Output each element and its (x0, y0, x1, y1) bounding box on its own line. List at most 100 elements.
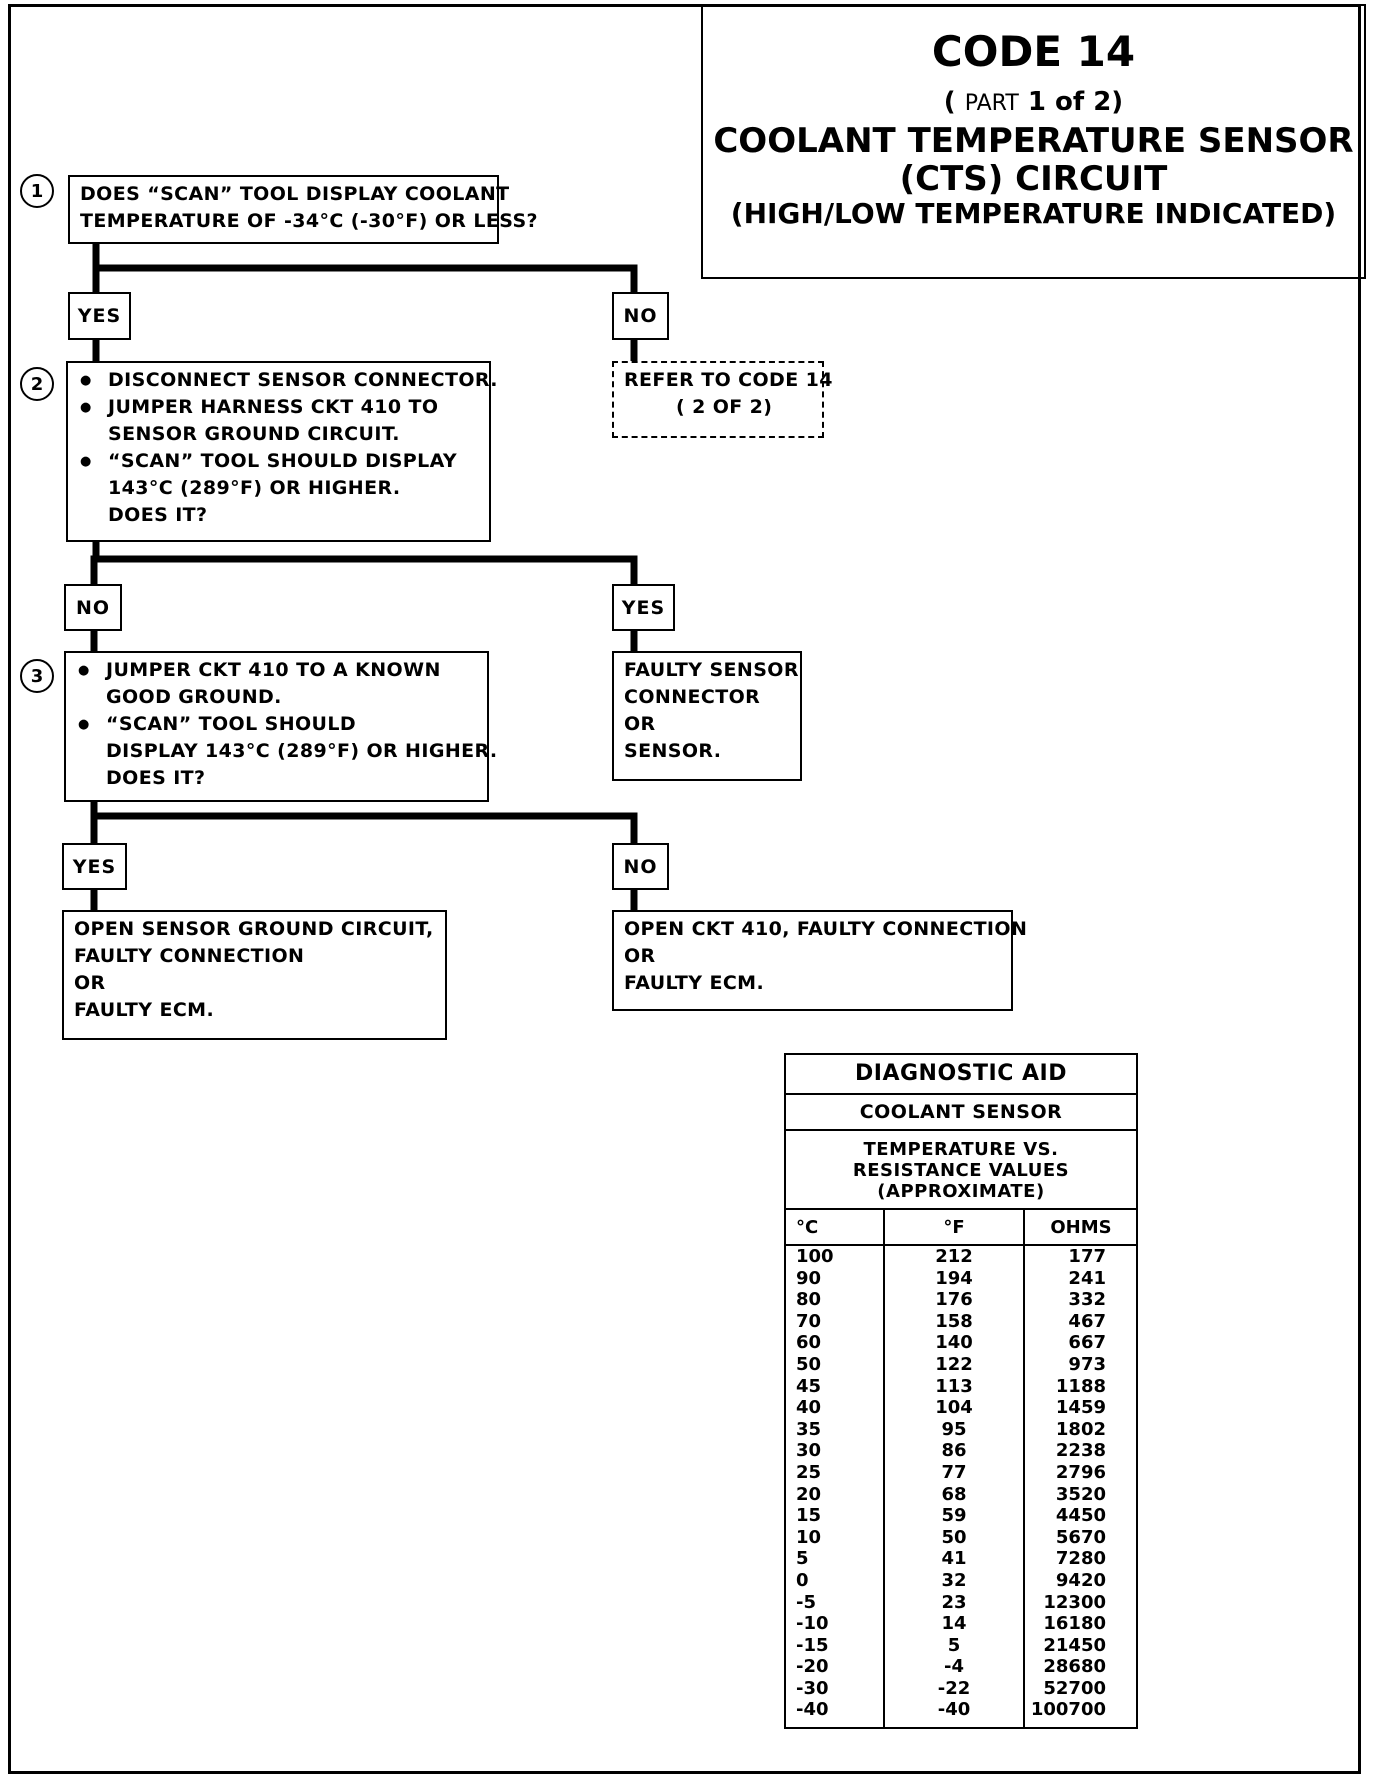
ohms-cell: 100700 (1030, 1699, 1106, 1721)
diagnostic-aid-table: DIAGNOSTIC AID COOLANT SENSOR TEMPERATUR… (784, 1053, 1138, 1730)
step3-no-tag: NO (612, 843, 669, 890)
fahrenheit-cell: -4 (884, 1656, 1025, 1678)
celsius-cell: 30 (786, 1440, 885, 1462)
celsius-cell: 20 (786, 1483, 885, 1506)
fahrenheit-cell: 122 (884, 1353, 1025, 1376)
celsius-cell: 100 (786, 1245, 885, 1268)
fahrenheit-cell: -40 (884, 1699, 1025, 1728)
step2-bullet: “SCAN” TOOL SHOULD DISPLAY (78, 448, 479, 475)
ohms-cell: 5670 (1055, 1526, 1106, 1548)
ohms-cell: 4450 (1055, 1505, 1106, 1527)
celsius-cell: 35 (786, 1418, 885, 1441)
ohms-cell: 52700 (1043, 1677, 1106, 1699)
ohms-cell: 667 (1068, 1332, 1106, 1354)
celsius-cell: 60 (786, 1332, 885, 1354)
fahrenheit-cell: 14 (884, 1613, 1025, 1635)
diagnostic-aid-title: DIAGNOSTIC AID (786, 1055, 1136, 1095)
fahrenheit-cell: 140 (884, 1332, 1025, 1354)
celsius-cell: 45 (786, 1375, 885, 1398)
fahrenheit-cell: 68 (884, 1483, 1025, 1506)
fahrenheit-cell: 32 (884, 1569, 1025, 1592)
diagnostic-aid-subtitle: COOLANT SENSOR (786, 1095, 1136, 1131)
step1-question-box: DOES “SCAN” TOOL DISPLAY COOLANT TEMPERA… (68, 175, 538, 244)
step-marker-2: 2 (20, 367, 54, 401)
fahrenheit-cell: 194 (884, 1267, 1025, 1290)
celsius-cell: 5 (786, 1548, 885, 1570)
step3-instruction-box: JUMPER CKT 410 TO A KNOWN GOOD GROUND. “… (64, 651, 497, 802)
step-marker-1: 1 (20, 174, 54, 208)
celsius-cell: -5 (786, 1591, 885, 1614)
celsius-cell: -10 (786, 1613, 885, 1635)
ohms-cell: 7280 (1055, 1548, 1106, 1570)
celsius-cell: -20 (786, 1656, 885, 1678)
fahrenheit-cell: 23 (884, 1591, 1025, 1614)
column-header-fahrenheit: °F (884, 1210, 1025, 1246)
step1-line: DOES “SCAN” TOOL DISPLAY COOLANT (80, 183, 510, 205)
connector-step3-branch (90, 797, 638, 851)
column-header-celsius: °C (786, 1210, 885, 1246)
fahrenheit-cell: -22 (884, 1677, 1025, 1700)
celsius-cell: 25 (786, 1461, 885, 1484)
ohms-cell: 9420 (1055, 1569, 1106, 1591)
ohms-cell: 177 (1068, 1246, 1106, 1267)
ohms-cell: 1459 (1055, 1397, 1106, 1419)
step1-line: TEMPERATURE OF -34°C (-30°F) OR LESS? (80, 210, 538, 232)
celsius-cell: 80 (786, 1289, 885, 1311)
celsius-cell: 15 (786, 1505, 885, 1527)
fahrenheit-cell: 95 (884, 1418, 1025, 1441)
fahrenheit-cell: 86 (884, 1440, 1025, 1462)
fahrenheit-cell: 104 (884, 1397, 1025, 1419)
diagnostic-aid-description: TEMPERATURE VS. RESISTANCE VALUES (APPRO… (786, 1131, 1136, 1210)
step3-bullet: JUMPER CKT 410 TO A KNOWN (76, 657, 477, 684)
fahrenheit-cell: 77 (884, 1461, 1025, 1484)
refer-code-box: REFER TO CODE 14 ( 2 OF 2) (612, 361, 833, 438)
fahrenheit-cell: 158 (884, 1310, 1025, 1333)
step2-bullet: JUMPER HARNESS CKT 410 TO (78, 394, 479, 421)
fahrenheit-cell: 176 (884, 1289, 1025, 1311)
title-block: CODE 14 ( PART 1 of 2) COOLANT TEMPERATU… (701, 4, 1366, 279)
step2-no-tag: NO (64, 584, 122, 631)
ohms-cell: 241 (1068, 1267, 1106, 1289)
circuit-title-abbrev: (CTS) CIRCUIT (899, 159, 1168, 199)
ohms-cell: 467 (1068, 1310, 1106, 1332)
step2-bullet: DISCONNECT SENSOR CONNECTOR. (78, 367, 498, 394)
connector-step2-branch (92, 537, 638, 592)
ohms-cell: 1188 (1055, 1375, 1106, 1397)
fahrenheit-cell: 41 (884, 1548, 1025, 1570)
celsius-cell: 40 (786, 1397, 885, 1419)
celsius-cell: -40 (786, 1699, 885, 1728)
celsius-cell: 10 (786, 1526, 885, 1549)
step2-instruction-box: DISCONNECT SENSOR CONNECTOR. JUMPER HARN… (66, 361, 498, 542)
code-title: CODE 14 (931, 27, 1136, 76)
fahrenheit-cell: 50 (884, 1526, 1025, 1549)
step1-yes-tag: YES (68, 292, 131, 340)
ohms-cell: 332 (1068, 1289, 1106, 1311)
circuit-title: COOLANT TEMPERATURE SENSOR (713, 121, 1354, 161)
step3-yes-tag: YES (62, 843, 127, 890)
step-marker-3: 3 (20, 659, 54, 693)
faulty-sensor-box: FAULTY SENSOR CONNECTOR OR SENSOR. (612, 651, 802, 781)
fahrenheit-cell: 212 (884, 1245, 1025, 1268)
celsius-cell: 90 (786, 1267, 885, 1290)
refer-line: ( 2 OF 2) (676, 396, 773, 418)
step1-no-tag: NO (612, 292, 669, 340)
ohms-cell: 2238 (1055, 1440, 1106, 1462)
refer-line: REFER TO CODE 14 (624, 369, 833, 391)
celsius-cell: -30 (786, 1677, 885, 1700)
